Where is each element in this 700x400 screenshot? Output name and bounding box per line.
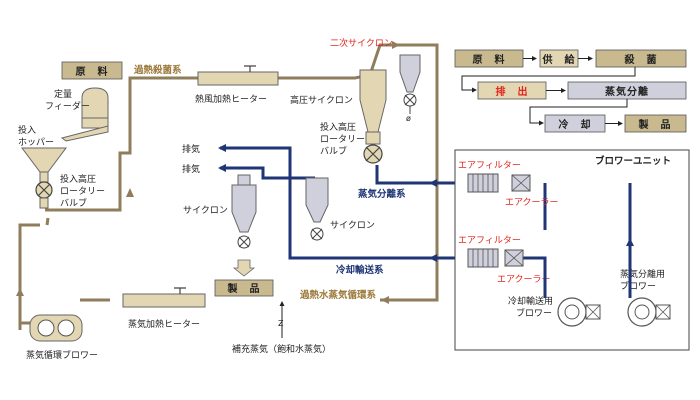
hot-air-heater — [197, 65, 279, 86]
air-filter-1-label: エアフィルター — [458, 160, 521, 171]
high-pressure-cyclone — [359, 69, 387, 164]
steam-separation-line — [375, 165, 455, 185]
loop-arrow-up-2 — [126, 188, 134, 197]
svg-text:Z: Z — [278, 319, 284, 328]
exhaust-2-label: 排気 — [182, 163, 200, 175]
exhaust-2-arrow — [218, 164, 226, 172]
secondary-cyclone-label: 二次サイクロン — [330, 37, 393, 49]
raw-material-text: 原 料 — [76, 65, 109, 78]
hopper-label-2: ホッパー — [18, 137, 54, 148]
air-cooler-1-label: エアクーラー — [505, 197, 559, 208]
feeder-label-1: 定量 — [54, 88, 72, 100]
loop-to-heater — [45, 76, 198, 212]
air-filter-2 — [467, 248, 499, 268]
air-cooler-1 — [511, 174, 531, 192]
legend-sterilize-text: 殺 菌 — [624, 53, 658, 66]
cyclone-right-label: サイクロン — [330, 220, 375, 231]
exhaust-2-line — [220, 166, 315, 180]
product-box — [214, 279, 274, 297]
air-filter-2-label: エアフィルター — [458, 235, 521, 246]
sterilization-line-label: 過熱殺菌系 — [133, 64, 182, 76]
loop-arrow-right — [392, 41, 400, 49]
inlet-valve-label-2: ロータリー — [60, 186, 105, 197]
svg-text:ø: ø — [406, 114, 411, 123]
blower-unit-label: ブロワーユニット — [595, 155, 671, 167]
cooling-blower-label-1: 冷却輸送用 — [508, 295, 553, 307]
steam-sep-blower-label-2: ブロワー — [620, 280, 656, 292]
cooling-blower — [557, 297, 601, 327]
air-cooler-2-label: エアクーラー — [497, 274, 551, 285]
loop-arrow-up — [16, 288, 24, 296]
exhaust-1-arrow — [218, 144, 226, 152]
steam-heater-label: 蒸気加熱ヒーター — [128, 318, 200, 330]
steam-separation-line-label: 蒸気分離系 — [358, 188, 406, 200]
inlet-valve-label-3: バルブ — [60, 197, 87, 209]
hot-air-heater-label: 熱風加熱ヒーター — [195, 93, 267, 105]
loop-left-up — [18, 223, 40, 330]
inlet-valve-2-label-2: ロータリー — [320, 134, 365, 145]
inlet-valve-2-label-3: バルブ — [320, 145, 347, 157]
hopper — [21, 147, 67, 209]
product-text: 製 品 — [227, 282, 261, 295]
legend-supply-text: 供 給 — [542, 53, 576, 66]
air-filter-1 — [467, 173, 499, 193]
legend-exhaust-text: 排 出 — [496, 85, 529, 98]
secondary-cyclone: ø — [399, 54, 421, 123]
cooling-line-label: 冷却輸送系 — [336, 264, 384, 276]
feeder-label-2: フィーダー — [45, 100, 90, 112]
cooling-blower-label-2: ブロワー — [516, 307, 552, 319]
blue-lines — [220, 146, 632, 265]
hopper-label-1: 投入 — [18, 124, 36, 136]
steam-separation-blower — [627, 297, 671, 327]
steam-heater — [122, 287, 206, 308]
hp-cyclone-label: 高圧サイクロン — [290, 94, 353, 106]
steam-sep-arrow — [429, 179, 437, 187]
cyclone-right — [305, 177, 329, 241]
inlet-valve-2-label-1: 投入高圧 — [320, 121, 356, 133]
air-cooler-2 — [504, 249, 524, 267]
make-up-steam-label: 補充蒸気（飽和水蒸気） — [232, 343, 331, 355]
legend-raw-text: 原 料 — [473, 53, 506, 66]
legend-product-text: 製 品 — [638, 118, 672, 131]
circulation-blower — [29, 314, 83, 342]
legend-product-box — [624, 114, 687, 133]
inlet-valve-label-1: 投入高圧 — [60, 173, 96, 185]
legend-cooling-text: 冷 却 — [559, 118, 592, 131]
raw-material-box — [61, 61, 123, 80]
circulation-blower-label: 蒸気循環ブロワー — [26, 349, 98, 361]
loop-top-right — [278, 43, 439, 302]
legend-steam-sep-text: 蒸気分離 — [605, 85, 649, 98]
cooling-arrow — [429, 254, 437, 262]
steam-sep-blower-label-1: 蒸気分離用 — [620, 268, 665, 280]
circulation-line-label: 過熱水蒸気循環系 — [299, 289, 377, 301]
loop-arrow-left — [381, 296, 389, 304]
blower-unit-frame — [454, 149, 690, 351]
cooling-line — [220, 146, 455, 260]
cyclone-left — [231, 174, 257, 277]
legend-flow: 原 料 供 給 殺 菌 排 出 蒸気分離 冷 却 製 品 — [454, 49, 687, 133]
legend-sterilize-box — [595, 49, 687, 68]
feeder — [60, 87, 109, 142]
cyclone-left-label: サイクロン — [183, 205, 228, 216]
exhaust-1-label: 排気 — [182, 143, 200, 155]
